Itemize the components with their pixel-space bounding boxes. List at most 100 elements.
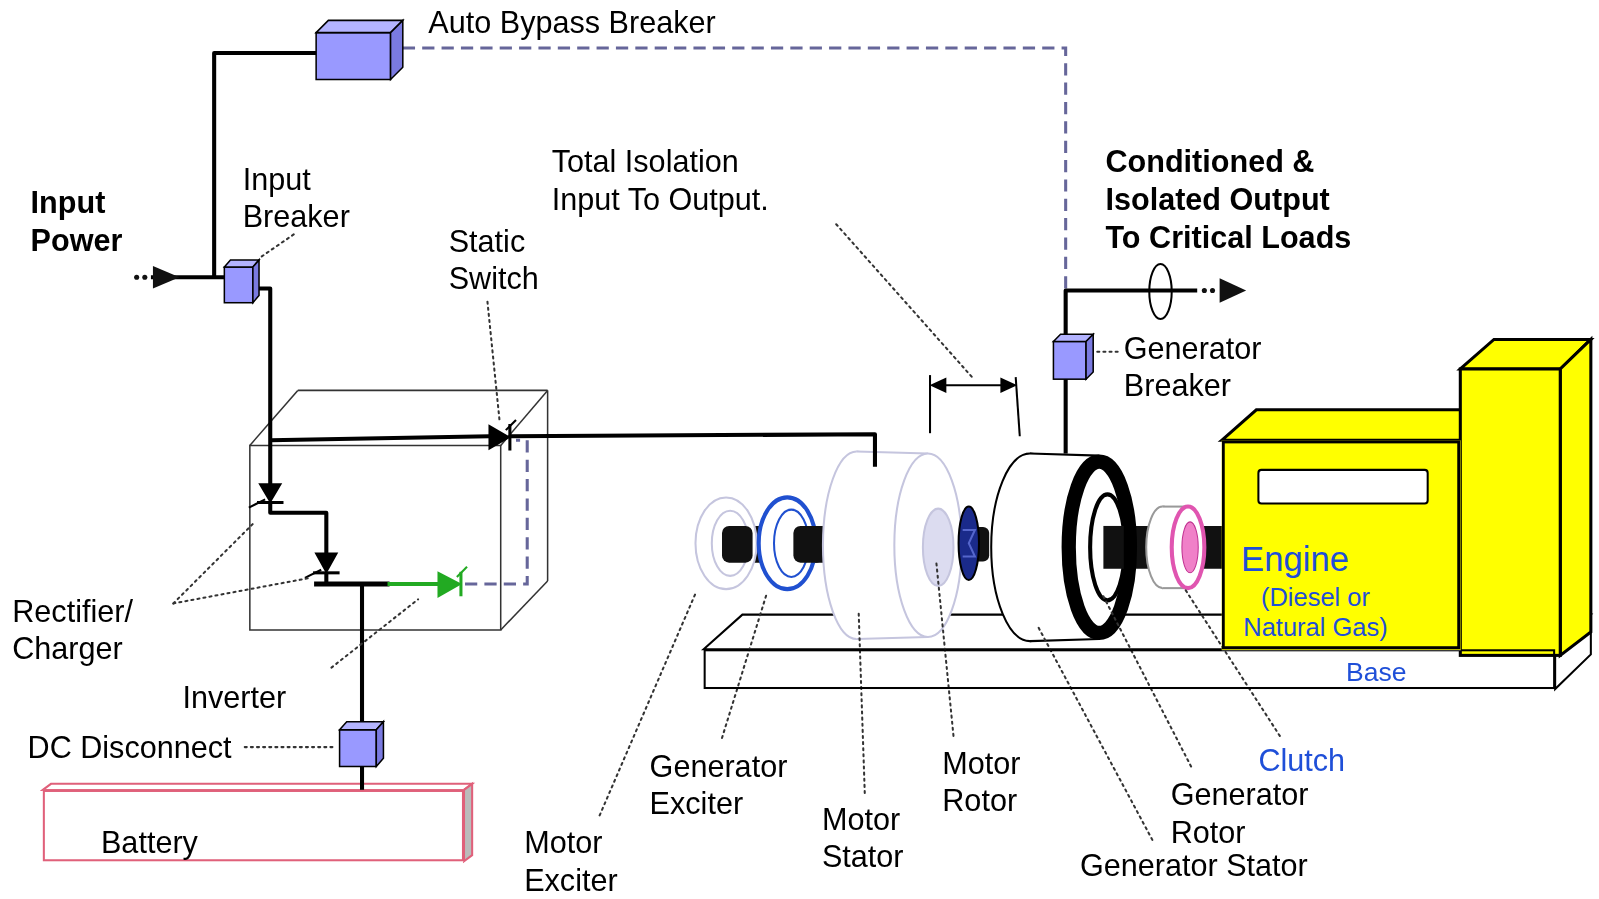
part-label: Static Switch bbox=[449, 222, 571, 297]
part-label: Generator Rotor bbox=[1171, 776, 1334, 851]
generator-stator bbox=[1030, 454, 1099, 456]
battery-side bbox=[464, 784, 472, 861]
part-label: Clutch bbox=[1258, 741, 1345, 779]
engine-body bbox=[1560, 339, 1591, 655]
leader-line bbox=[173, 578, 310, 603]
engine-body bbox=[1222, 410, 1469, 441]
flow-arrow bbox=[142, 275, 147, 280]
breaker-symbol bbox=[340, 730, 377, 767]
wire bbox=[151, 53, 1197, 790]
flow-arrow bbox=[153, 266, 180, 288]
motor-stator bbox=[823, 452, 962, 640]
dimension-bracket bbox=[1001, 379, 1014, 391]
leader-line bbox=[1097, 351, 1119, 353]
motor-exciter bbox=[695, 497, 756, 589]
wire bbox=[360, 766, 364, 789]
part-label: Total Isolation Input To Output. bbox=[552, 143, 787, 218]
generator-exciter bbox=[759, 497, 824, 589]
battery-box: Battery bbox=[43, 790, 464, 861]
dc-bus bbox=[314, 581, 389, 586]
breaker-symbol bbox=[1053, 341, 1086, 379]
node-text: Engine bbox=[1241, 538, 1349, 579]
ups-housing bbox=[250, 390, 548, 630]
node-text: Base bbox=[1346, 657, 1406, 686]
leader-line bbox=[859, 612, 865, 793]
part-label: Motor Exciter bbox=[524, 824, 646, 899]
dimension-bracket bbox=[929, 375, 931, 433]
wire bbox=[1066, 290, 1198, 334]
wire bbox=[360, 584, 364, 722]
breaker-symbol bbox=[316, 20, 403, 32]
motor-stator bbox=[894, 454, 961, 637]
wire bbox=[1064, 379, 1068, 453]
leader-line bbox=[331, 599, 418, 667]
leader-line bbox=[936, 561, 953, 736]
part-label: Input Power bbox=[31, 183, 164, 258]
breaker-symbol bbox=[1086, 334, 1093, 379]
part-label: Motor Rotor bbox=[942, 744, 1044, 819]
dimension-bracket bbox=[930, 375, 1020, 436]
breaker-symbol bbox=[253, 260, 259, 303]
inverter-symbol bbox=[439, 567, 468, 597]
engine-body bbox=[1460, 369, 1560, 655]
wire bbox=[270, 503, 326, 554]
generator-stator bbox=[1030, 639, 1099, 641]
breaker-symbol bbox=[224, 20, 1093, 766]
dimension-bracket bbox=[938, 384, 1009, 386]
motor-stator bbox=[923, 509, 954, 586]
ups-housing bbox=[547, 390, 549, 581]
ups-housing bbox=[298, 390, 548, 392]
flow-arrow bbox=[134, 266, 1246, 303]
wire bbox=[258, 288, 270, 484]
dimension-bracket bbox=[932, 379, 945, 391]
generator-stator bbox=[1090, 494, 1125, 600]
ups-housing bbox=[501, 581, 548, 630]
motor-exciter bbox=[722, 526, 753, 563]
clutch bbox=[1182, 522, 1198, 573]
thyristor-symbol bbox=[260, 484, 280, 501]
leader-line bbox=[173, 224, 1279, 840]
motor-stator bbox=[857, 637, 928, 639]
generator-stator bbox=[1069, 462, 1130, 633]
engine-panel bbox=[1257, 469, 1428, 505]
bypass-line bbox=[403, 48, 1066, 584]
node-text: (Diesel or Natural Gas) bbox=[1239, 583, 1392, 642]
generator-exciter bbox=[793, 526, 824, 563]
part-label: Rectifier/ Charger bbox=[12, 592, 165, 667]
part-label: Auto Bypass Breaker bbox=[428, 3, 715, 41]
part-label: Generator Breaker bbox=[1124, 329, 1308, 404]
thyristor-symbol bbox=[316, 553, 336, 571]
wire bbox=[270, 436, 489, 440]
breaker-symbol bbox=[376, 722, 383, 767]
part-label: Inverter bbox=[183, 679, 287, 717]
leader-line bbox=[1103, 596, 1191, 766]
breaker-symbol bbox=[224, 267, 253, 303]
ups-housing bbox=[250, 390, 298, 445]
leader-line bbox=[487, 302, 499, 422]
leader-line bbox=[261, 234, 294, 256]
base-plate: Base bbox=[704, 649, 1556, 689]
motor-rotor bbox=[959, 507, 979, 580]
engine-box: Engine(Diesel or Natural Gas) bbox=[1222, 440, 1461, 649]
part-label: Generator Exciter bbox=[650, 747, 813, 822]
dimension-bracket bbox=[1016, 377, 1020, 436]
thyristor-symbol bbox=[249, 420, 516, 578]
clutch bbox=[1146, 507, 1204, 589]
part-label: Conditioned & Isolated Output To Critica… bbox=[1105, 143, 1364, 256]
inverter-symbol bbox=[457, 567, 467, 577]
inverter-wire bbox=[388, 582, 440, 586]
generator-stator bbox=[991, 454, 1130, 642]
part-label: Motor Stator bbox=[822, 800, 934, 875]
inverter-symbol bbox=[459, 572, 462, 596]
clutch bbox=[1172, 507, 1205, 589]
leader-line bbox=[1038, 627, 1152, 840]
flow-arrow bbox=[1220, 278, 1247, 302]
node-text: Battery bbox=[101, 824, 198, 862]
part-label: DC Disconnect bbox=[28, 729, 232, 767]
thyristor-symbol bbox=[249, 499, 265, 507]
motor-exciter bbox=[695, 497, 756, 589]
thyristor-symbol bbox=[506, 420, 516, 430]
breaker-symbol bbox=[391, 20, 403, 79]
